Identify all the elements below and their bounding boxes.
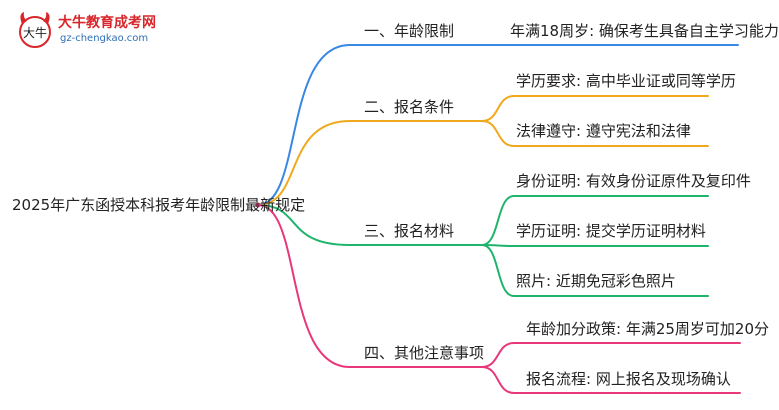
branch-3-child-1-connector (481, 195, 709, 246)
bull-logo-icon: 大牛 (19, 12, 51, 48)
branch-4-item-2: 报名流程: 网上报名及现场确认 (526, 370, 731, 388)
branch-3-child-2-connector (481, 244, 709, 247)
branch-3-child-3-connector (481, 244, 709, 297)
branch-3-connector (257, 204, 483, 246)
logo-url: gz-chengkao.com (60, 33, 149, 44)
branch-1-label: 一、年龄限制 (364, 22, 455, 40)
branch-4-item-1: 年龄加分政策: 年满25周岁可加20分 (526, 320, 769, 338)
branch-4-label: 四、其他注意事项 (364, 344, 485, 362)
branch-2-item-1: 学历要求: 高中毕业证或同等学历 (516, 72, 736, 90)
branch-2-child-1-connector (481, 95, 709, 122)
branch-1-connector (257, 44, 481, 206)
branch-3-item-1: 身份证明: 有效身份证原件及复印件 (516, 172, 751, 190)
branch-2-connector (257, 120, 483, 206)
branch-3-item-3: 照片: 近期免冠彩色照片 (516, 272, 676, 290)
branch-3-item-2: 学历证明: 提交学历证明材料 (516, 222, 706, 240)
root-topic: 2025年广东函授本科报考年龄限制最新规定 (12, 196, 306, 214)
mindmap-canvas (255, 44, 741, 394)
branch-4-child-2-connector (481, 366, 741, 394)
branch-1-item-1: 年满18周岁: 确保考生具备自主学习能力 (510, 22, 779, 40)
branch-4-connector (257, 204, 483, 368)
branch-2-item-2: 法律遵守: 遵守宪法和法律 (516, 122, 691, 140)
logo-glyph: 大牛 (23, 25, 47, 40)
root-node-dot (255, 202, 261, 208)
branch-3-label: 三、报名材料 (364, 222, 455, 240)
mindmap-edges (255, 44, 741, 394)
branch-4-child-1-connector (481, 342, 741, 368)
branch-2-label: 二、报名条件 (364, 98, 455, 116)
site-logo[interactable]: 大牛 大牛教育成考网 gz-chengkao.com (8, 6, 178, 50)
logo-title: 大牛教育成考网 (58, 15, 156, 31)
branch-2-child-2-connector (481, 120, 709, 147)
